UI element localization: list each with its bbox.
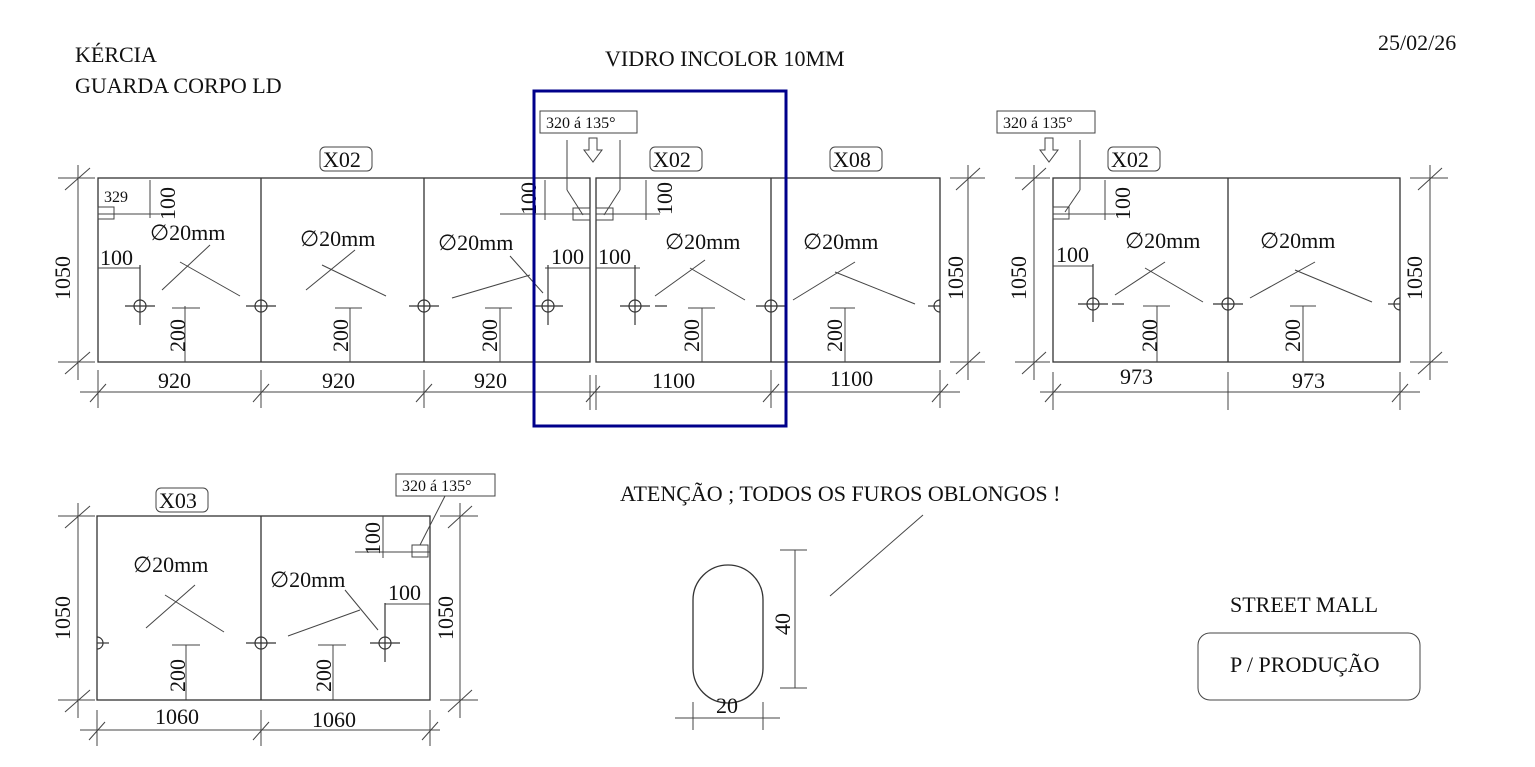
site-name: STREET MALL xyxy=(1230,592,1378,617)
status-badge xyxy=(1197,632,1421,701)
arrow-down-icon xyxy=(583,137,603,163)
oblong-length: 40 xyxy=(770,613,795,635)
offset-dim: 100 xyxy=(551,244,584,269)
offset-dim: 100 xyxy=(360,522,385,555)
height-dim: 1050 xyxy=(1006,256,1031,300)
offset-dim: 100 xyxy=(598,244,631,269)
qty-label: X02 xyxy=(323,147,361,172)
offset-dim: 200 xyxy=(328,319,353,352)
offset-dim: 100 xyxy=(100,245,133,270)
panel-group-a: 1050 1050 920 920 920 1100 1100 X02 X02 … xyxy=(50,110,985,410)
hole-diameter: ∅20mm xyxy=(133,552,208,577)
glass-panel-a1 xyxy=(97,177,591,363)
offset-dim: 200 xyxy=(1137,319,1162,352)
cut-callout: 320 á 135° xyxy=(546,115,616,132)
status-text: P / PRODUÇÃO xyxy=(1230,652,1380,677)
offset-dim: 100 xyxy=(1056,242,1089,267)
cut-callout: 320 á 135° xyxy=(1003,115,1073,132)
hole-diameter: ∅20mm xyxy=(1125,228,1200,253)
arrow-down-icon xyxy=(1039,137,1059,163)
width-dim: 1060 xyxy=(155,704,199,729)
hole-diameter: ∅20mm xyxy=(300,226,375,251)
height-dim: 1050 xyxy=(50,596,75,640)
offset-dim: 200 xyxy=(165,319,190,352)
client-name: KÉRCIA xyxy=(75,42,157,67)
offset-dim: 100 xyxy=(516,182,541,215)
width-dim: 1100 xyxy=(652,368,695,393)
cut-callout: 320 á 135° xyxy=(402,478,472,495)
width-dim: 973 xyxy=(1292,368,1325,393)
width-dim: 1100 xyxy=(830,366,873,391)
offset-dim: 100 xyxy=(388,580,421,605)
corner-dim: 329 xyxy=(104,189,128,206)
offset-dim: 200 xyxy=(477,319,502,352)
project-name: GUARDA CORPO LD xyxy=(75,73,282,98)
date: 25/02/26 xyxy=(1378,30,1456,55)
panel-group-c: 1050 1050 1060 1060 X03 320 á 135° 100 1… xyxy=(50,473,496,746)
offset-dim: 200 xyxy=(311,659,336,692)
hole-diameter: ∅20mm xyxy=(270,567,345,592)
width-dim: 920 xyxy=(322,368,355,393)
offset-dim: 100 xyxy=(1110,187,1135,220)
height-dim: 1050 xyxy=(1402,256,1427,300)
qty-label: X02 xyxy=(653,147,691,172)
height-dim: 1050 xyxy=(433,596,458,640)
height-dim: 1050 xyxy=(50,256,75,300)
offset-dim: 200 xyxy=(679,319,704,352)
width-dim: 973 xyxy=(1120,364,1153,389)
oblong-hole-detail: 40 20 xyxy=(675,549,807,730)
height-dim: 1050 xyxy=(943,256,968,300)
offset-dim: 200 xyxy=(165,659,190,692)
panel-group-b: 1050 1050 973 973 X02 320 á 135° 100 100… xyxy=(996,110,1448,410)
width-dim: 920 xyxy=(474,368,507,393)
width-dim: 1060 xyxy=(312,707,356,732)
hole-diameter: ∅20mm xyxy=(1260,228,1335,253)
material-title: VIDRO INCOLOR 10MM xyxy=(605,46,845,71)
hole-diameter: ∅20mm xyxy=(150,220,225,245)
hole-diameter: ∅20mm xyxy=(438,230,513,255)
hole-diameter: ∅20mm xyxy=(665,229,740,254)
offset-dim: 200 xyxy=(1280,319,1305,352)
offset-dim: 100 xyxy=(652,182,677,215)
qty-label: X02 xyxy=(1111,147,1149,172)
hole-markers xyxy=(125,265,941,325)
oblong-width: 20 xyxy=(716,693,738,718)
offset-dim: 100 xyxy=(155,187,180,220)
hole-diameter: ∅20mm xyxy=(803,229,878,254)
glass-panel-a2 xyxy=(595,177,941,363)
width-dim: 920 xyxy=(158,368,191,393)
attention-note: ATENÇÃO ; TODOS OS FUROS OBLONGOS ! xyxy=(620,481,1060,506)
offset-dim: 200 xyxy=(822,319,847,352)
qty-label: X08 xyxy=(833,147,871,172)
selection-highlight xyxy=(532,89,788,428)
qty-label: X03 xyxy=(159,488,197,513)
